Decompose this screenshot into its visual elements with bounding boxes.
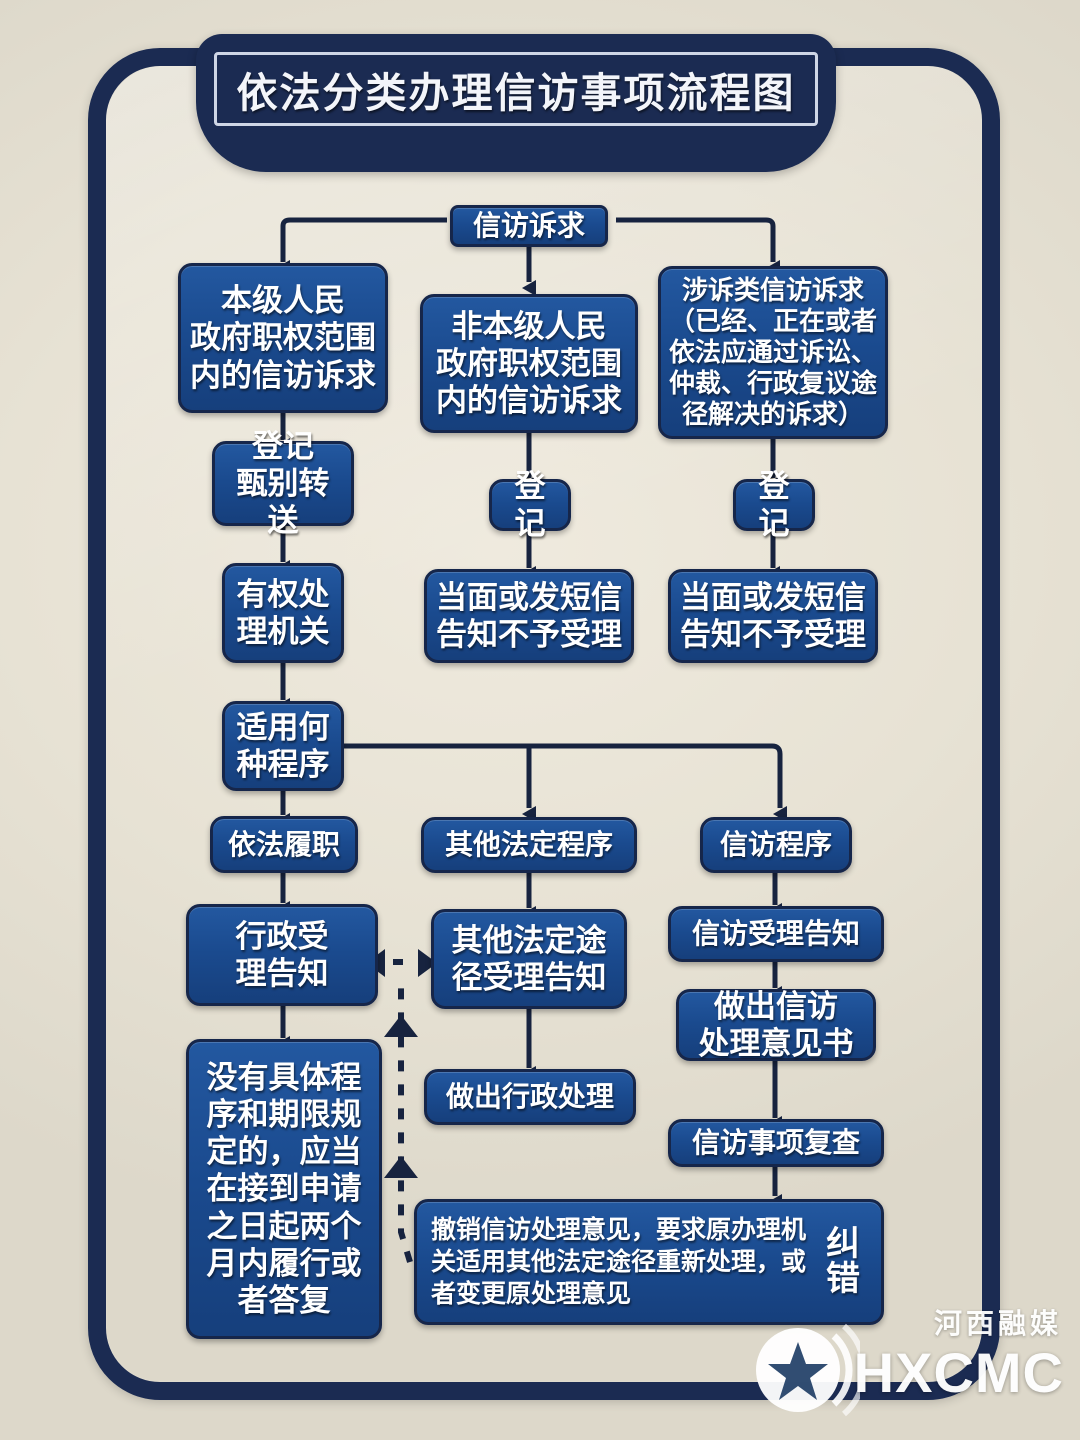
node-col2-register[interactable]: 登记 <box>489 469 571 541</box>
correction-text: 撤销信访处理意见，要求原办理机关适用其他法定途径重新处理，或者变更原处理意见 <box>431 1216 807 1308</box>
node-col2-head[interactable]: 非本级人民 政府职权范围 内的信访诉求 <box>420 294 638 433</box>
node-col3-register[interactable]: 登记 <box>733 469 815 541</box>
node-col3-opinion-doc[interactable]: 做出信访 处理意见书 <box>676 989 876 1061</box>
title-banner: 依法分类办理信访事项流程图 <box>196 34 836 172</box>
node-col1-admin-notice[interactable]: 行政受 理告知 <box>186 904 378 1006</box>
node-col1-register[interactable]: 登记 甄别转送 <box>212 429 354 538</box>
node-correction[interactable]: 撤销信访处理意见，要求原办理机关适用其他法定途径重新处理，或者变更原处理意见 纠… <box>414 1199 884 1325</box>
node-col1-no-procedure[interactable]: 没有具体程 序和期限规 定的，应当 在接到申请 之日起两个 月内履行或 者答复 <box>186 1039 382 1339</box>
node-col2-other-accept-notice[interactable]: 其他法定途 径受理告知 <box>431 909 627 1009</box>
node-col1-head[interactable]: 本级人民 政府职权范围 内的信访诉求 <box>178 263 388 413</box>
node-col3-head[interactable]: 涉诉类信访诉求 （已经、正在或者 依法应通过诉讼、 仲裁、行政复议途 径解决的诉… <box>658 266 888 439</box>
node-col3-accept-notice[interactable]: 信访受理告知 <box>668 906 884 962</box>
title-plate: 依法分类办理信访事项流程图 <box>214 52 818 126</box>
node-col2-other-procedure[interactable]: 其他法定程序 <box>421 817 637 873</box>
node-col1-authority[interactable]: 有权处 理机关 <box>222 563 344 663</box>
correction-tag: 纠错 <box>826 1224 860 1298</box>
page-title: 依法分类办理信访事项流程图 <box>236 70 796 116</box>
node-root[interactable]: 信访诉求 <box>450 205 608 247</box>
node-col1-perform-duty[interactable]: 依法履职 <box>210 816 358 873</box>
node-col3-review[interactable]: 信访事项复查 <box>668 1119 884 1167</box>
node-col1-which-procedure[interactable]: 适用何 种程序 <box>222 701 344 791</box>
node-col3-reject-notice[interactable]: 当面或发短信 告知不予受理 <box>668 569 878 663</box>
node-col3-petition-procedure[interactable]: 信访程序 <box>700 817 852 873</box>
node-col2-reject-notice[interactable]: 当面或发短信 告知不予受理 <box>424 569 634 663</box>
node-col2-admin-decision[interactable]: 做出行政处理 <box>424 1069 636 1125</box>
